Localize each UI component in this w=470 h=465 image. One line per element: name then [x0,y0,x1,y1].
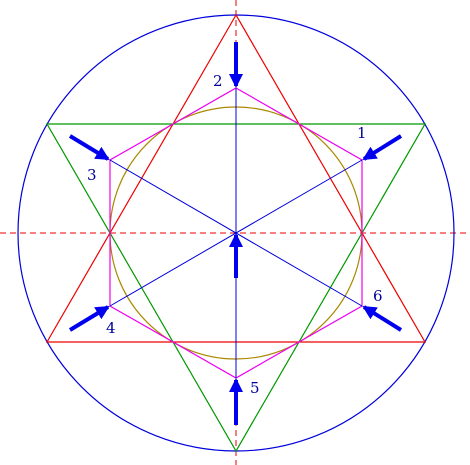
label-6: 6 [373,287,383,305]
arrow-4 [68,305,110,332]
label-5: 5 [250,379,260,397]
arrow-3 [68,134,110,161]
label-4: 4 [106,319,116,337]
label-3: 3 [87,166,97,184]
label-1: 1 [357,124,367,142]
arrow-6 [362,305,403,332]
label-2: 2 [213,72,223,90]
arrow-1 [362,134,403,161]
